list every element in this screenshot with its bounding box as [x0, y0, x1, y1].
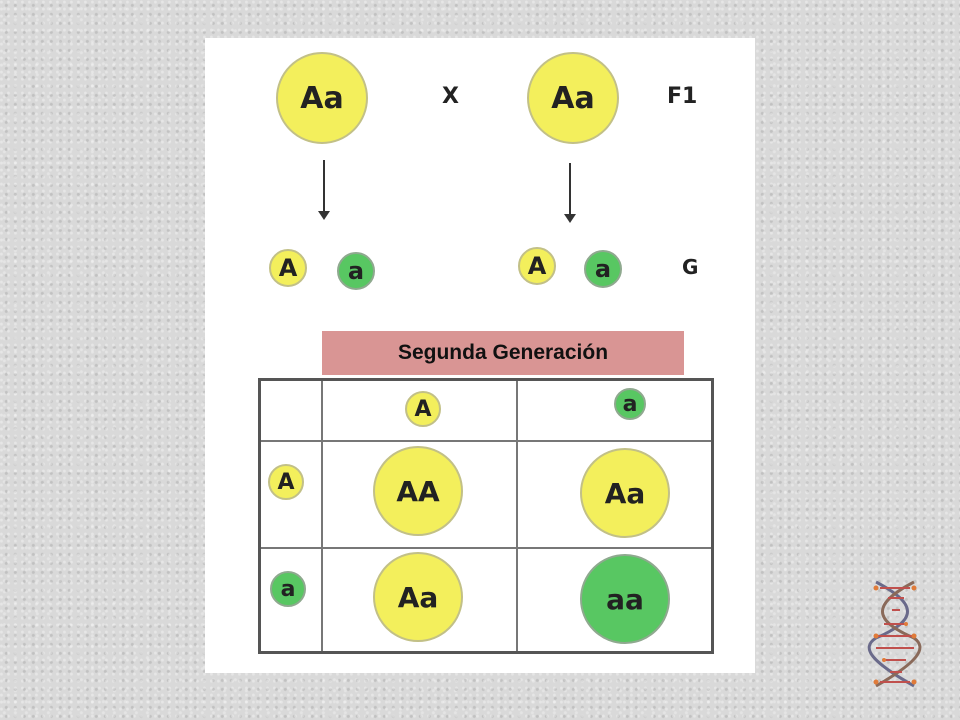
gamete-label: A: [527, 252, 547, 280]
gamete-label: a: [594, 255, 612, 283]
cross-symbol: X: [442, 84, 459, 109]
header-label: a: [622, 391, 638, 417]
col-header-recessive: a: [614, 388, 646, 420]
arrow-right: [564, 163, 576, 223]
f1-label: F1: [667, 84, 698, 109]
gamete-label: A: [278, 254, 298, 282]
arrow-left: [318, 160, 330, 220]
cell-AA: AA: [373, 446, 463, 536]
cell-Aa-top: Aa: [580, 448, 670, 538]
col-header-dominant: A: [405, 391, 441, 427]
parent-left-genotype: Aa: [300, 80, 344, 116]
gamete-right-dominant: A: [518, 247, 556, 285]
grid-divider: [516, 381, 518, 651]
cell-genotype: Aa: [604, 476, 646, 510]
gamete-left-dominant: A: [269, 249, 307, 287]
grid-divider: [261, 547, 711, 549]
cell-Aa-bottom: Aa: [373, 552, 463, 642]
grid-divider: [321, 381, 323, 651]
punnett-square: [258, 378, 714, 654]
header-label: A: [414, 396, 432, 422]
row-header-dominant: A: [268, 464, 304, 500]
parent-right-circle: Aa: [527, 52, 619, 144]
cell-aa: aa: [580, 554, 670, 644]
grid-divider: [261, 440, 711, 442]
header-label: A: [277, 469, 295, 495]
cell-genotype: AA: [396, 474, 440, 508]
gamete-left-recessive: a: [337, 252, 375, 290]
cell-genotype: Aa: [397, 580, 439, 614]
cell-genotype: aa: [606, 582, 644, 616]
gamete-label: a: [347, 257, 365, 285]
header-label: a: [280, 576, 296, 602]
gamete-right-recessive: a: [584, 250, 622, 288]
g-label: G: [682, 255, 699, 279]
parent-right-genotype: Aa: [551, 80, 595, 116]
dna-icon: [862, 578, 928, 694]
section-title-banner: Segunda Generación: [322, 331, 684, 375]
row-header-recessive: a: [270, 571, 306, 607]
parent-left-circle: Aa: [276, 52, 368, 144]
